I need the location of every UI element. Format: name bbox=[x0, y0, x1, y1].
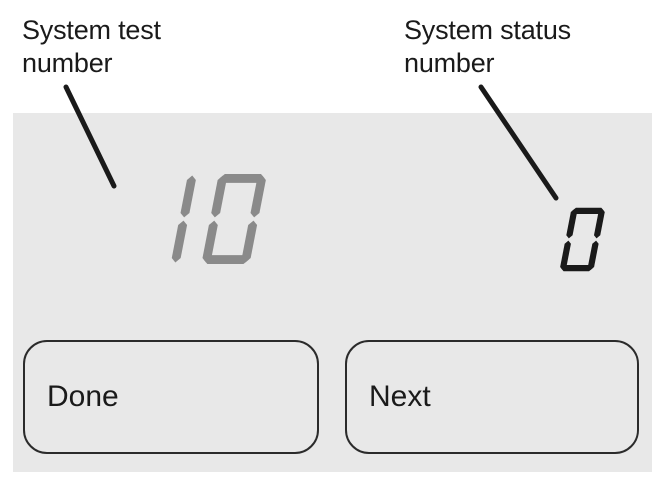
seven-segment-bar-f bbox=[211, 175, 227, 218]
seven-segment-bar-f bbox=[566, 208, 578, 239]
seven-segment-bar-e bbox=[560, 240, 571, 271]
seven-segment-bar-d bbox=[203, 255, 249, 265]
seven-segment-bar-d bbox=[561, 264, 593, 272]
system-test-number-display bbox=[111, 143, 269, 295]
seven-segment-bar-e bbox=[202, 220, 218, 263]
seven-segment-digit bbox=[111, 143, 199, 295]
seven-segment-bar-c bbox=[241, 220, 258, 263]
device-button-row: Done Next bbox=[13, 338, 652, 472]
seven-segment-bar-c bbox=[587, 240, 599, 271]
seven-segment-digit bbox=[181, 143, 269, 295]
seven-segment-bar-a bbox=[219, 173, 265, 183]
device-display-area bbox=[13, 113, 652, 328]
seven-segment-bar-b bbox=[180, 175, 196, 218]
seven-segment-digit bbox=[545, 186, 607, 293]
seven-segment-bar-b bbox=[593, 208, 605, 239]
done-button[interactable]: Done bbox=[23, 340, 319, 454]
seven-segment-bar-c bbox=[171, 220, 188, 263]
next-button[interactable]: Next bbox=[345, 340, 639, 454]
system-status-number-display bbox=[545, 186, 607, 293]
callout-label-system-test-number: System test number bbox=[22, 15, 161, 78]
callout-label-system-status-number: System status number bbox=[404, 15, 571, 78]
seven-segment-bar-a bbox=[572, 207, 604, 215]
seven-segment-bar-b bbox=[250, 175, 266, 218]
